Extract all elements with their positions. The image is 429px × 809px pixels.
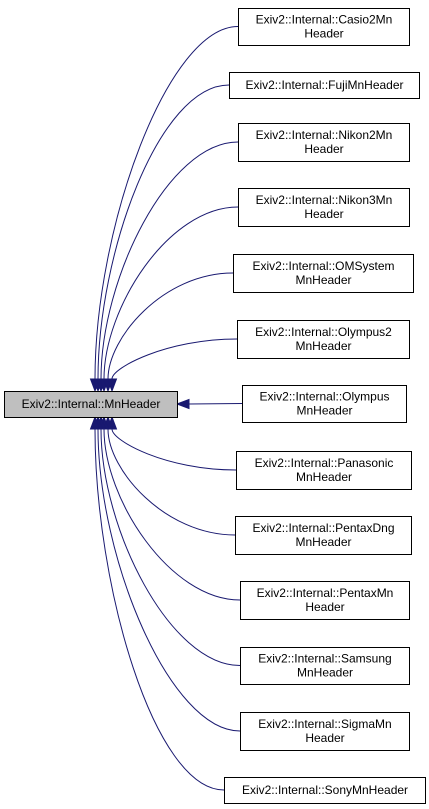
inheritance-edge [111,428,237,471]
class-nodes: Exiv2::Internal::MnHeaderExiv2::Internal… [4,8,426,804]
arrowhead-icon [175,398,190,410]
derived-class-node-label-line: Exiv2::Internal::Casio2Mn [256,13,393,27]
derived-class-node-box [240,712,410,751]
derived-class-node-box [224,777,426,804]
arrowhead-icon [106,378,118,393]
derived-class-node-box [229,72,420,99]
inheritance-edge [107,272,234,380]
derived-class-node-label-line: MnHeader [296,470,352,484]
derived-class-node-label-line: MnHeader [297,666,353,680]
derived-class-node-box [238,123,410,162]
derived-class-node-label-line: MnHeader [295,273,351,287]
derived-class-node-label-line: Exiv2::Internal::FujiMnHeader [245,78,403,92]
derived-class-node-box [242,385,407,423]
derived-class-node-label-line: Exiv2::Internal::Nikon2Mn [256,128,393,142]
inheritance-edge [103,428,241,601]
derived-class-node-label-line: Exiv2::Internal::SonyMnHeader [242,783,408,797]
derived-class-node-label-line: Exiv2::Internal::PentaxDng [252,521,394,535]
inheritance-edge [100,428,241,666]
derived-class-node-label-line: Exiv2::Internal::Panasonic [255,456,394,470]
derived-class-node-label-line: Header [305,731,344,745]
derived-class-node-box [240,647,410,685]
base-class-node[interactable]: Exiv2::Internal::MnHeader [4,391,178,418]
derived-class-node-box [238,8,410,46]
derived-class-node-label-line: MnHeader [295,339,351,353]
derived-class-node-label-line: Exiv2::Internal::PentaxMn [257,586,394,600]
inheritance-edge [94,428,225,791]
inheritance-edge [94,26,239,380]
base-class-node-label-line: Exiv2::Internal::MnHeader [22,397,161,411]
derived-class-node-label-line: Exiv2::Internal::Olympus2 [255,325,392,339]
derived-class-node-label-line: Header [304,207,343,221]
inheritance-edge [97,428,241,732]
inheritance-edge [103,206,239,380]
base-class-node-box [4,391,178,418]
derived-class-node-label-line: Header [305,600,344,614]
derived-class-node-label-line: Exiv2::Internal::Olympus [259,390,389,404]
derived-class-node-label-line: Exiv2::Internal::Nikon3Mn [256,193,393,207]
inheritance-edge [107,428,236,536]
derived-class-node[interactable]: Exiv2::Internal::SonyMnHeader [224,777,426,804]
derived-class-node-label-line: MnHeader [295,535,351,549]
derived-class-node-label-line: MnHeader [296,404,352,418]
derived-class-node-label-line: Exiv2::Internal::SigmaMn [258,717,391,731]
derived-class-node[interactable]: Exiv2::Internal::FujiMnHeader [229,72,420,99]
inheritance-edge [111,338,238,380]
derived-class-node-box [237,320,410,359]
inheritance-edges [89,26,243,791]
derived-class-node-label-line: Header [304,142,343,156]
derived-class-node-label-line: Header [304,27,343,41]
derived-class-node-box [233,254,414,293]
derived-class-node-box [240,581,410,620]
inheritance-edge [188,403,243,405]
derived-class-node-label-line: Exiv2::Internal::Samsung [258,652,391,666]
derived-class-node-label-line: Exiv2::Internal::OMSystem [252,259,394,273]
derived-class-node-box [236,451,412,490]
derived-class-node-box [235,516,412,555]
arrowhead-icon [89,415,101,430]
derived-class-node-box [238,188,410,227]
inheritance-edge [100,141,239,380]
inheritance-edge [97,84,230,380]
